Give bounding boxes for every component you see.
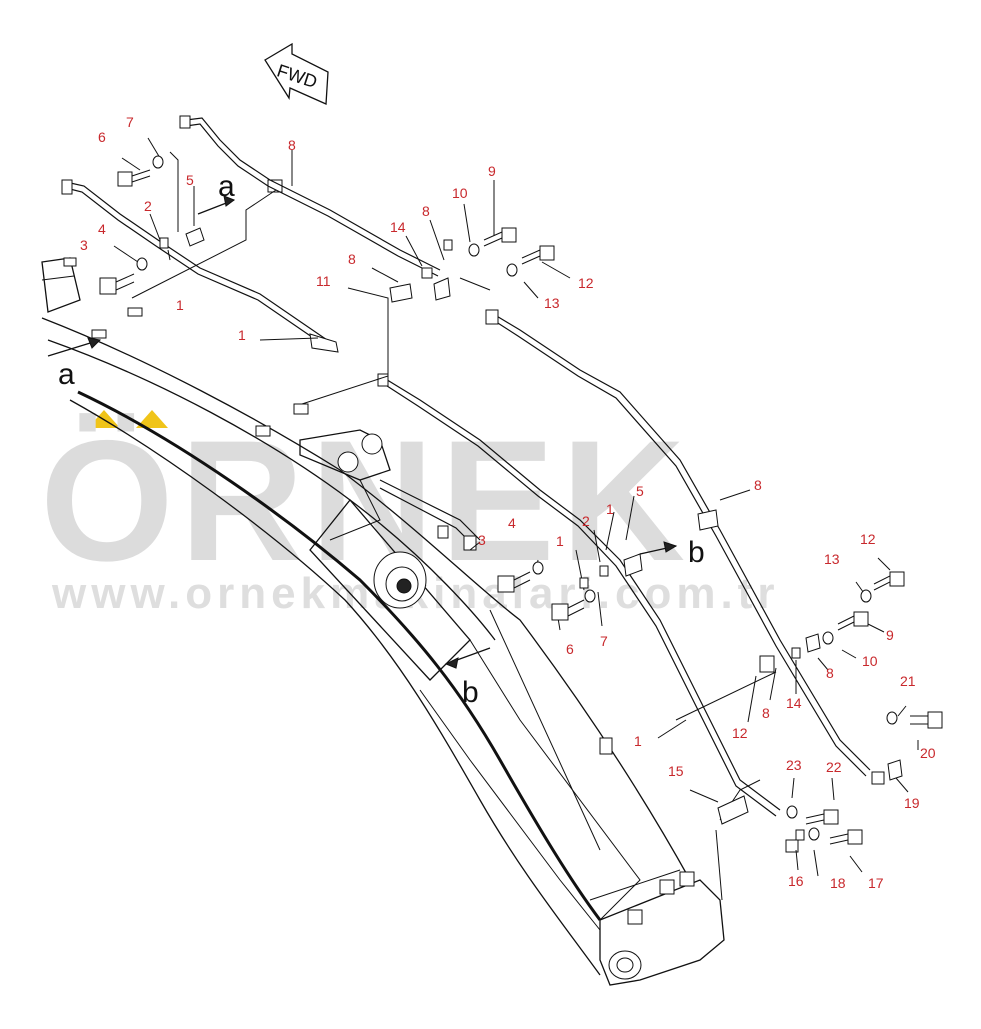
bolt-icon bbox=[521, 245, 555, 265]
callout-label: 19 bbox=[904, 795, 920, 811]
leader-lines bbox=[113, 137, 919, 901]
washer-icon bbox=[152, 155, 164, 169]
callout-label: 6 bbox=[98, 129, 106, 145]
bolt-icon bbox=[829, 829, 863, 845]
callout-label: 17 bbox=[868, 875, 884, 891]
callout-label: 7 bbox=[600, 633, 608, 649]
callout-label: 8 bbox=[422, 203, 430, 219]
callout-label: 9 bbox=[886, 627, 894, 643]
callout-label: 13 bbox=[824, 551, 840, 567]
callout-label: 5 bbox=[636, 483, 644, 499]
clamp-icon bbox=[697, 509, 719, 531]
callout-label: 20 bbox=[920, 745, 936, 761]
washer-icon bbox=[808, 827, 820, 841]
washer-icon bbox=[822, 631, 834, 645]
callout-label: 1 bbox=[634, 733, 642, 749]
watermark-brand: ÖRNEK bbox=[40, 405, 691, 597]
callout-label: 4 bbox=[98, 221, 106, 237]
callout-label: 8 bbox=[754, 477, 762, 493]
washer-icon bbox=[886, 711, 898, 725]
view-markers: a a b b bbox=[47, 170, 705, 709]
clamp-icon bbox=[887, 759, 903, 781]
callout-label: 21 bbox=[900, 673, 916, 689]
callout-label: 10 bbox=[862, 653, 878, 669]
callout-label: 15 bbox=[668, 763, 684, 779]
callout-label: 22 bbox=[826, 759, 842, 775]
callout-label: 8 bbox=[348, 251, 356, 267]
callout-label: 6 bbox=[566, 641, 574, 657]
washer-icon bbox=[532, 561, 544, 575]
clamp-icon bbox=[185, 227, 205, 247]
boom-body bbox=[41, 179, 775, 986]
callout-label: 1 bbox=[606, 501, 614, 517]
bolt-icon bbox=[99, 273, 135, 295]
bolt-icon bbox=[497, 571, 531, 593]
callout-label: 16 bbox=[788, 873, 804, 889]
callout-label: 2 bbox=[144, 198, 152, 214]
callout-label: 8 bbox=[826, 665, 834, 681]
washer-icon bbox=[506, 263, 518, 277]
view-marker-b-lower: b bbox=[462, 676, 479, 709]
callout-label: 18 bbox=[830, 875, 846, 891]
bolt-icon bbox=[910, 711, 943, 729]
hydraulic-lines bbox=[61, 115, 885, 853]
callout-label: 3 bbox=[478, 532, 486, 548]
fwd-indicator: FWD bbox=[264, 42, 329, 105]
hardware bbox=[99, 155, 943, 845]
washer-icon bbox=[860, 589, 872, 603]
callout-label: 12 bbox=[732, 725, 748, 741]
callout-label: 1 bbox=[238, 327, 246, 343]
callout-label: 12 bbox=[860, 531, 876, 547]
bolt-icon bbox=[483, 227, 517, 247]
callout-label: 9 bbox=[488, 163, 496, 179]
bolt-icon bbox=[551, 599, 585, 621]
clamp-icon bbox=[717, 795, 749, 825]
callout-label: 3 bbox=[80, 237, 88, 253]
callout-label: 4 bbox=[508, 515, 516, 531]
clamp-icon bbox=[805, 633, 821, 653]
callouts: 6 7 8 5 2 4 3 1 1 8 11 14 8 10 9 12 13 8… bbox=[80, 114, 936, 891]
clamp-icon bbox=[623, 553, 643, 577]
callout-label: 23 bbox=[786, 757, 802, 773]
fwd-arrow-icon bbox=[264, 42, 329, 105]
callout-label: 5 bbox=[186, 172, 194, 188]
callout-label: 14 bbox=[786, 695, 802, 711]
callout-label: 1 bbox=[556, 533, 564, 549]
callout-label: 13 bbox=[544, 295, 560, 311]
bolt-icon bbox=[837, 611, 869, 631]
callout-label: 1 bbox=[176, 297, 184, 313]
callout-label: 7 bbox=[126, 114, 134, 130]
view-marker-a-lower: a bbox=[58, 358, 75, 391]
bolt-icon bbox=[805, 809, 839, 825]
watermark-accent-right bbox=[136, 410, 168, 428]
view-marker-a-upper: a bbox=[218, 170, 235, 203]
washer-icon bbox=[786, 805, 798, 819]
washer-icon bbox=[468, 243, 480, 257]
clamp-icon bbox=[389, 283, 413, 303]
clamp-icon bbox=[433, 277, 451, 301]
callout-label: 8 bbox=[762, 705, 770, 721]
view-marker-b-upper: b bbox=[688, 536, 705, 569]
callout-label: 2 bbox=[582, 513, 590, 529]
callout-label: 10 bbox=[452, 185, 468, 201]
bolt-icon bbox=[873, 571, 905, 591]
callout-label: 8 bbox=[288, 137, 296, 153]
bolt-icon bbox=[117, 169, 151, 187]
washer-icon bbox=[584, 589, 596, 603]
callout-label: 11 bbox=[316, 273, 331, 289]
callout-label: 12 bbox=[578, 275, 594, 291]
washer-icon bbox=[136, 257, 148, 271]
callout-label: 14 bbox=[390, 219, 406, 235]
